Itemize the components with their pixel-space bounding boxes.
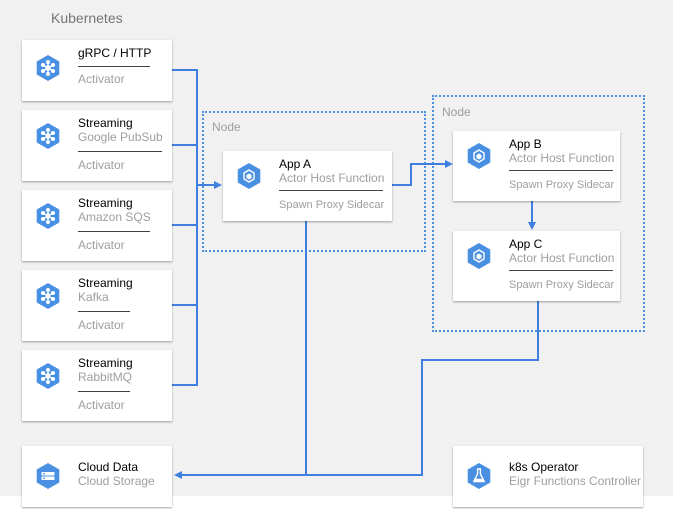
app-footer: Spawn Proxy Sidecar bbox=[509, 179, 615, 191]
storage-icon bbox=[36, 463, 60, 489]
activator-footer: Activator bbox=[78, 72, 125, 86]
activator-title: Streaming bbox=[78, 356, 133, 370]
region-title: Kubernetes bbox=[51, 10, 123, 26]
activator-card-rabbitmq: Streaming RabbitMQ Activator bbox=[22, 350, 172, 421]
activator-subtitle: Kafka bbox=[78, 290, 109, 304]
app-subtitle: Actor Host Function bbox=[279, 171, 385, 185]
activator-footer: Activator bbox=[78, 318, 125, 332]
network-hub-icon bbox=[36, 283, 60, 309]
flask-icon bbox=[467, 463, 491, 489]
divider bbox=[78, 391, 130, 392]
divider bbox=[78, 231, 150, 232]
app-card-b: App B Actor Host Function Spawn Proxy Si… bbox=[453, 131, 620, 201]
activator-card-sqs: Streaming Amazon SQS Activator bbox=[22, 190, 172, 261]
storage-card: Cloud Data Cloud Storage bbox=[22, 446, 172, 507]
function-hex-icon bbox=[237, 163, 261, 189]
activator-title: Streaming bbox=[78, 116, 133, 130]
node-boundary-a bbox=[202, 111, 426, 252]
function-hex-icon bbox=[467, 143, 491, 169]
activator-subtitle: Google PubSub bbox=[78, 130, 163, 144]
activator-footer: Activator bbox=[78, 158, 125, 172]
network-hub-icon bbox=[36, 55, 60, 81]
activator-card-kafka: Streaming Kafka Activator bbox=[22, 270, 172, 341]
network-hub-icon bbox=[36, 363, 60, 389]
app-subtitle: Actor Host Function bbox=[509, 151, 615, 165]
storage-subtitle: Cloud Storage bbox=[78, 474, 155, 488]
node-label-a: Node bbox=[212, 120, 241, 134]
activator-card-pubsub: Streaming Google PubSub Activator bbox=[22, 110, 172, 181]
connector-grpc bbox=[172, 69, 198, 185]
divider bbox=[509, 170, 613, 171]
divider bbox=[78, 66, 150, 67]
activator-title: Streaming bbox=[78, 196, 133, 210]
app-title: App B bbox=[509, 137, 542, 151]
node-label-b: Node bbox=[442, 105, 471, 119]
divider bbox=[509, 270, 613, 271]
divider bbox=[78, 311, 130, 312]
connector-app-c-to-storage bbox=[174, 301, 539, 479]
connector-rabbitmq bbox=[172, 185, 198, 386]
activator-title: gRPC / HTTP bbox=[78, 46, 152, 60]
activator-footer: Activator bbox=[78, 398, 125, 412]
connector-app-a-to-app-b bbox=[392, 160, 453, 186]
activator-subtitle: RabbitMQ bbox=[78, 370, 133, 384]
app-title: App C bbox=[509, 237, 543, 251]
activator-title: Streaming bbox=[78, 276, 133, 290]
activator-card-grpc: gRPC / HTTP Activator bbox=[22, 40, 172, 101]
operator-card: k8s Operator Eigr Functions Controller bbox=[453, 446, 643, 507]
app-title: App A bbox=[279, 157, 312, 171]
operator-subtitle: Eigr Functions Controller bbox=[509, 474, 642, 488]
divider bbox=[279, 190, 383, 191]
divider bbox=[78, 151, 162, 152]
app-card-c: App C Actor Host Function Spawn Proxy Si… bbox=[453, 231, 620, 301]
app-footer: Spawn Proxy Sidecar bbox=[509, 279, 615, 291]
activator-subtitle: Amazon SQS bbox=[78, 210, 151, 224]
activator-footer: Activator bbox=[78, 238, 125, 252]
network-hub-icon bbox=[36, 203, 60, 229]
network-hub-icon bbox=[36, 123, 60, 149]
app-footer: Spawn Proxy Sidecar bbox=[279, 199, 385, 211]
storage-title: Cloud Data bbox=[78, 460, 139, 474]
app-card-a: App A Actor Host Function Spawn Proxy Si… bbox=[223, 151, 392, 221]
app-subtitle: Actor Host Function bbox=[509, 251, 615, 265]
operator-title: k8s Operator bbox=[509, 460, 579, 474]
function-hex-icon bbox=[467, 243, 491, 269]
